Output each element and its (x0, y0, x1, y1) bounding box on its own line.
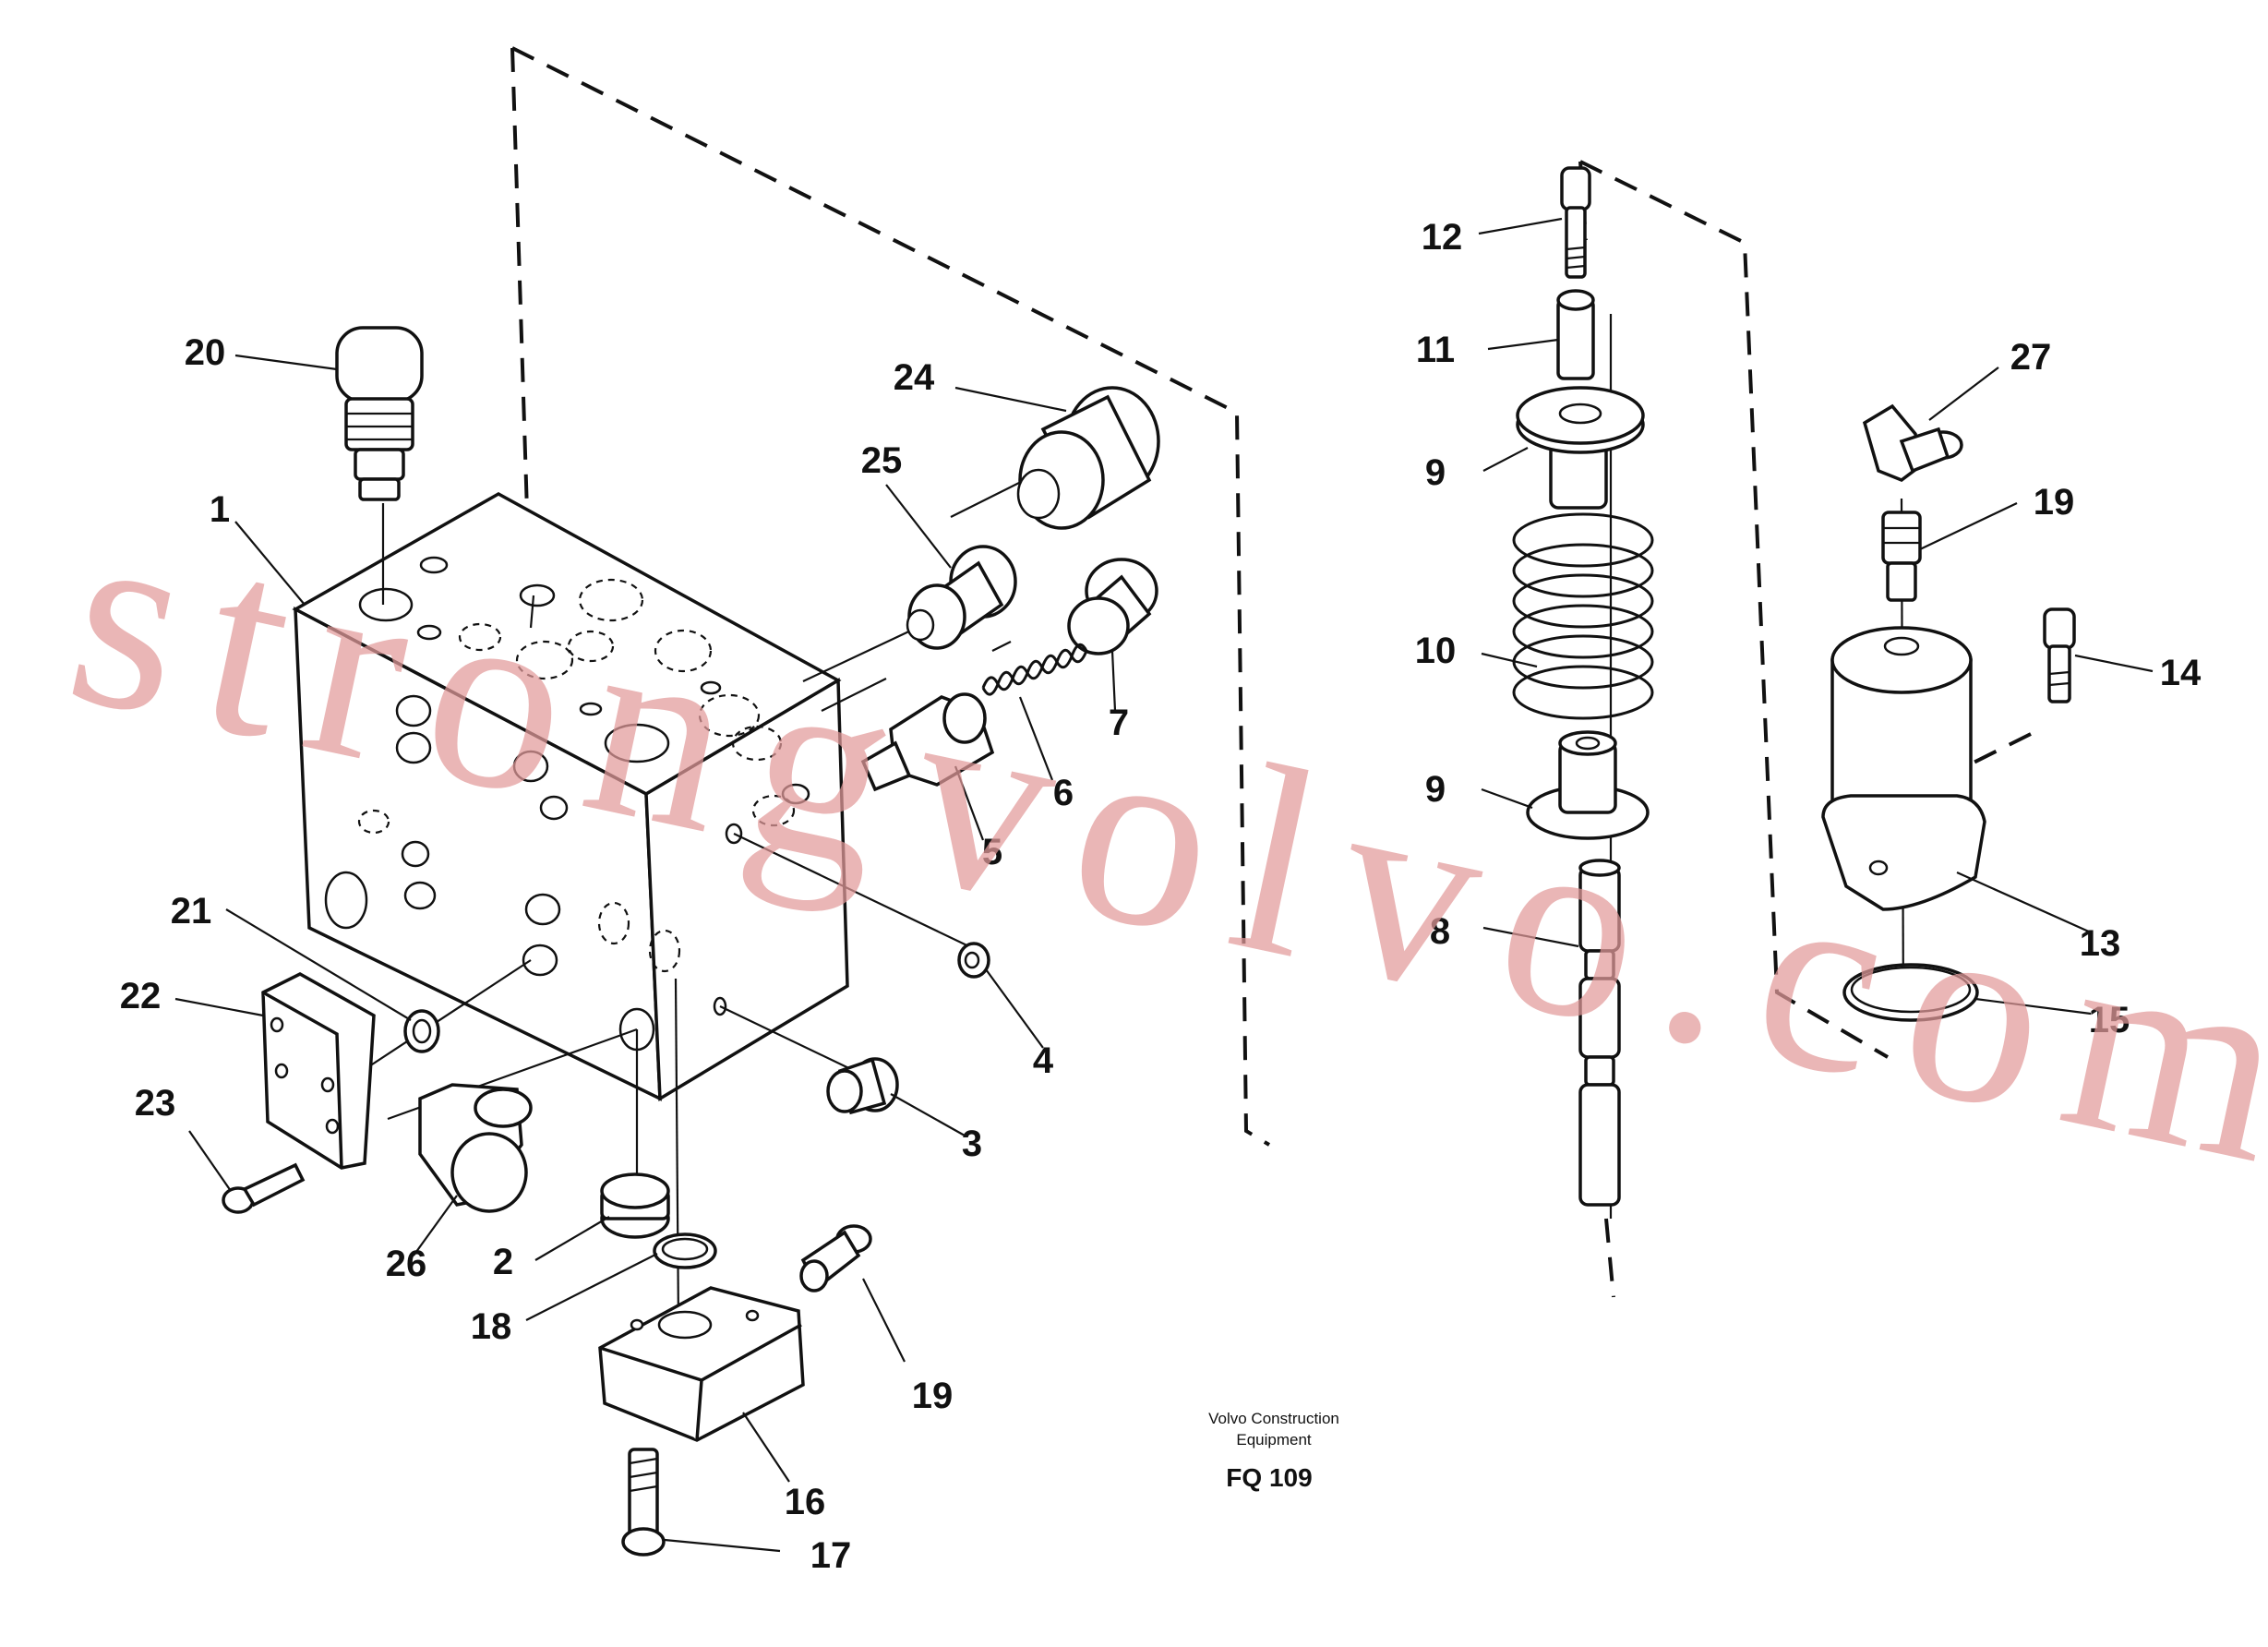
part-7-plug (1067, 558, 1158, 655)
part-11-sleeve (1556, 289, 1595, 380)
callout-21: 21 (171, 891, 212, 932)
part-24-fitting (1016, 386, 1160, 530)
figure-code: FQ 109 (1226, 1463, 1312, 1492)
part-6-spring (981, 643, 1088, 696)
part-17-screw (621, 1448, 666, 1557)
part-12-bolt (1560, 166, 1591, 279)
part-19-fitting-upper (1881, 511, 1922, 602)
part-2-plug (600, 1172, 670, 1239)
callout-2: 2 (493, 1242, 513, 1282)
callout-leaders (174, 217, 2154, 1553)
callout-10: 10 (1415, 631, 1457, 671)
callout-15: 15 (2089, 1000, 2130, 1040)
part-20-relief-valve (335, 326, 424, 501)
part-25-fitting (906, 545, 1017, 650)
callout-27: 27 (2010, 337, 2052, 378)
part-18-o-ring (653, 1232, 717, 1269)
callout-4: 4 (1033, 1040, 1054, 1081)
callout-25: 25 (861, 440, 903, 481)
callout-19-upper: 19 (2034, 482, 2075, 523)
callout-13: 13 (2080, 923, 2121, 964)
part-27-elbow-fitting (1862, 403, 1963, 482)
callout-numbers: 1 2 3 4 5 6 7 8 9 9 10 11 12 13 14 15 16… (120, 217, 2202, 1576)
callout-23: 23 (135, 1083, 176, 1124)
part-9-spring-seat-lower (1526, 730, 1650, 840)
diagram-footer: Volvo Construction Equipment FQ 109 (1208, 1410, 1339, 1492)
callout-24: 24 (894, 357, 935, 398)
part-21-o-ring (403, 1009, 440, 1053)
part-3-plug (826, 1057, 899, 1115)
part-22-cover-plate (261, 972, 376, 1170)
callout-5: 5 (982, 832, 1002, 872)
part-16-flange-block (598, 1286, 805, 1442)
callout-1: 1 (210, 489, 230, 530)
part-23-screw (222, 1162, 306, 1214)
part-4-seal (957, 942, 990, 979)
callout-26: 26 (386, 1244, 427, 1284)
footer-company: Volvo Construction (1208, 1410, 1339, 1427)
part-14-bolt (2043, 607, 2076, 703)
callout-20: 20 (185, 332, 226, 373)
callout-8: 8 (1430, 911, 1450, 952)
part-10-main-spring (1512, 512, 1654, 720)
part-19-fitting-lower (799, 1224, 872, 1292)
callout-11: 11 (1416, 330, 1455, 370)
callout-14: 14 (2160, 653, 2202, 693)
callout-17: 17 (810, 1535, 852, 1576)
callout-18: 18 (471, 1306, 512, 1347)
part-26-elbow-fitting (418, 1083, 533, 1213)
callout-16: 16 (785, 1482, 826, 1522)
part-5-poppet (860, 692, 995, 792)
callout-9-lower: 9 (1425, 769, 1446, 810)
callout-9-upper: 9 (1425, 452, 1446, 493)
callout-12: 12 (1422, 217, 1463, 258)
valve-block-body (292, 491, 849, 1102)
callout-7: 7 (1109, 703, 1129, 743)
part-15-o-ring (1842, 963, 1979, 1022)
part-13-filter-housing (1821, 626, 1986, 911)
callout-19-lower: 19 (912, 1376, 954, 1416)
callout-6: 6 (1053, 773, 1074, 813)
part-8-spool (1578, 859, 1621, 1207)
callout-3: 3 (962, 1124, 982, 1164)
callout-22: 22 (120, 976, 162, 1016)
footer-division: Equipment (1236, 1431, 1312, 1449)
part-9-spring-seat-upper (1516, 386, 1645, 510)
